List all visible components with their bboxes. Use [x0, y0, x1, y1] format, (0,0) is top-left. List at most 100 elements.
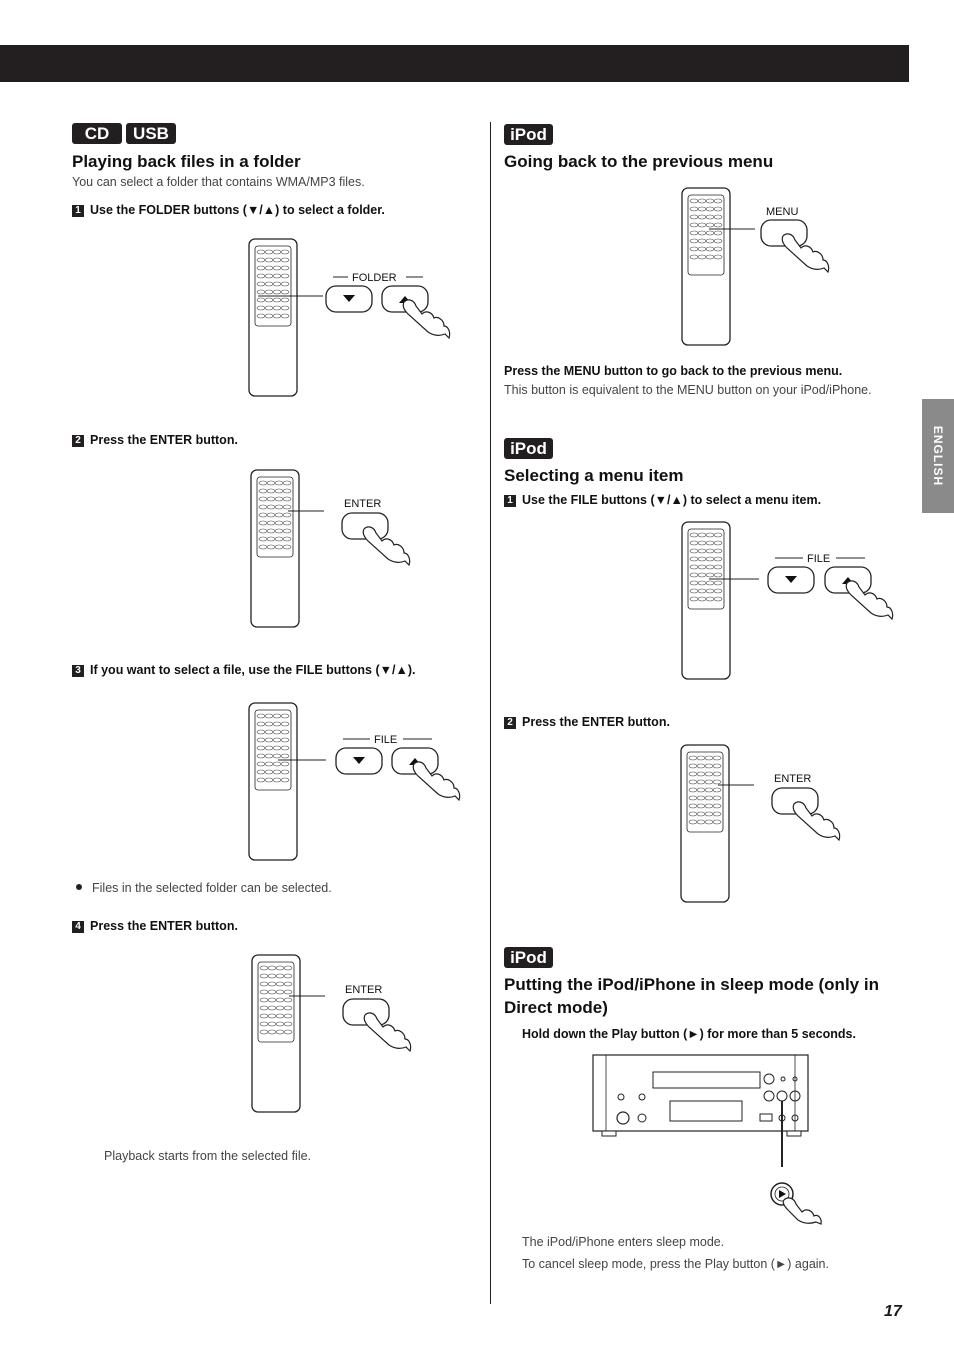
- usb-port: [759, 1113, 773, 1122]
- menu-button[interactable]: [760, 219, 808, 247]
- remote-keys: [689, 198, 723, 260]
- led-1: [780, 1076, 786, 1082]
- play-button-ring: [774, 1186, 790, 1202]
- remote-keypad: [254, 709, 292, 791]
- remote-keys: [256, 713, 290, 783]
- display-window: [669, 1100, 743, 1122]
- disc-tray: [652, 1071, 761, 1089]
- remote-file-figure-right: FILE: [681, 521, 894, 680]
- step-number: 2: [504, 717, 516, 729]
- intro-text: You can select a folder that contains WM…: [72, 175, 365, 189]
- hand-pointer-icon: [362, 526, 411, 567]
- section-title-menu: Going back to the previous menu: [504, 152, 774, 171]
- step-2-enter-right: 2 Press the ENTER button.: [504, 715, 670, 729]
- remote-keys: [689, 532, 723, 602]
- step-number: 1: [504, 495, 516, 507]
- remote-enter-figure: ENTER: [250, 469, 411, 628]
- remote-file-figure: FILE: [248, 702, 461, 861]
- remote-enter-figure-2: ENTER: [251, 954, 412, 1113]
- sleep-note-2: To cancel sleep mode, press the Play but…: [522, 1257, 829, 1271]
- aux-indicator: [791, 1114, 799, 1122]
- remote-keypad: [687, 194, 725, 276]
- header-bar: [0, 45, 909, 82]
- power-indicator: [638, 1093, 646, 1101]
- column-divider: [490, 122, 491, 1304]
- enter-label: ENTER: [774, 773, 811, 785]
- menu-instruction: Press the MENU button to go back to the …: [504, 364, 843, 378]
- step-number: 1: [72, 205, 84, 217]
- section-title-folder: Playing back files in a folder: [72, 152, 301, 171]
- sleep-note-1: The iPod/iPhone enters sleep mode.: [522, 1235, 725, 1249]
- remote-folder-figure: FOLDER: [248, 238, 451, 397]
- hand-pointer-icon: [363, 1012, 412, 1053]
- enter-button[interactable]: [771, 787, 819, 815]
- remote-keys: [258, 480, 292, 550]
- hand-pointer-icon: [781, 233, 830, 274]
- enter-label: ENTER: [345, 984, 382, 996]
- remote-keypad: [256, 476, 294, 558]
- step-text: Press the ENTER button.: [90, 433, 238, 447]
- step-text: Use the FILE buttons (▼/▲) to select a m…: [522, 493, 822, 507]
- file-label: FILE: [374, 734, 397, 746]
- open-close-button[interactable]: [763, 1073, 775, 1085]
- remote-menu-figure: MENU: [681, 187, 830, 346]
- down-arrow-icon: [785, 576, 797, 583]
- led-2: [792, 1076, 798, 1082]
- step-2-enter: 2 Press the ENTER button.: [72, 433, 238, 447]
- step-number: 2: [72, 435, 84, 447]
- hand-pointer-icon: [402, 299, 451, 340]
- headphone-jack: [637, 1113, 647, 1123]
- step-number: 3: [72, 665, 84, 677]
- file-label: FILE: [807, 553, 830, 565]
- down-arrow-icon: [343, 295, 355, 302]
- section-title-select: Selecting a menu item: [504, 466, 684, 485]
- language-tab: ENGLISH: [922, 399, 954, 513]
- hand-pointer-icon: [412, 761, 461, 802]
- folder-label: FOLDER: [352, 272, 397, 284]
- menu-note: This button is equivalent to the MENU bu…: [504, 383, 872, 397]
- step-3-file: 3 If you want to select a file, use the F…: [72, 663, 415, 677]
- step-text: Press the ENTER button.: [522, 715, 670, 729]
- enter-label: ENTER: [344, 498, 381, 510]
- power-button[interactable]: [616, 1111, 630, 1125]
- stop-button[interactable]: [763, 1090, 775, 1102]
- step-1-folder: 1 Use the FOLDER buttons (▼/▲) to select …: [72, 203, 385, 217]
- step-1-menu-item: 1 Use the FILE buttons (▼/▲) to select a …: [504, 493, 821, 507]
- bullet-icon: [76, 884, 82, 890]
- sleep-instruction: Hold down the Play button (►) for more t…: [522, 1027, 856, 1041]
- hand-pointer-icon: [792, 801, 841, 842]
- down-arrow-icon: [353, 757, 365, 764]
- foot-right: [786, 1130, 802, 1137]
- menu-label: MENU: [766, 206, 798, 218]
- section-title-sleep-line1: Putting the iPod/iPhone in sleep mode (o…: [504, 975, 879, 994]
- step-text: Press the ENTER button.: [90, 919, 238, 933]
- remote-keypad: [687, 528, 725, 610]
- bullet-note: Files in the selected folder can be sele…: [76, 881, 332, 895]
- remote-keys: [688, 755, 722, 825]
- remote-keypad: [254, 245, 292, 327]
- play-icon: [779, 1190, 786, 1198]
- ipod-badge-1: iPod: [504, 124, 553, 145]
- skip-button[interactable]: [789, 1090, 801, 1102]
- foot-left: [601, 1130, 617, 1137]
- remote-keypad: [686, 751, 724, 833]
- bullet-text: Files in the selected folder can be sele…: [92, 881, 332, 895]
- hand-pointer-icon: [845, 580, 894, 621]
- remote-keys: [259, 965, 293, 1035]
- language-tab-label: ENGLISH: [931, 425, 945, 487]
- section-title-sleep-line2: Direct mode): [504, 998, 608, 1017]
- unit-play-figure: [592, 1054, 822, 1225]
- step-text: Use the FOLDER buttons (▼/▲) to select a…: [90, 203, 385, 217]
- page-number: 17: [884, 1303, 902, 1320]
- step-text: If you want to select a file, use the FI…: [90, 663, 416, 677]
- enter-button[interactable]: [342, 998, 390, 1026]
- usb-badge: USB: [126, 123, 176, 144]
- enter-button[interactable]: [341, 512, 389, 540]
- step-number: 4: [72, 921, 84, 933]
- ipod-badge-3: iPod: [504, 947, 553, 968]
- ipod-badge-2: iPod: [504, 438, 553, 459]
- remote-keys: [256, 249, 290, 319]
- step-4-enter: 4 Press the ENTER button.: [72, 919, 238, 933]
- remote-keypad: [257, 961, 295, 1043]
- remote-enter-figure-right: ENTER: [680, 744, 841, 903]
